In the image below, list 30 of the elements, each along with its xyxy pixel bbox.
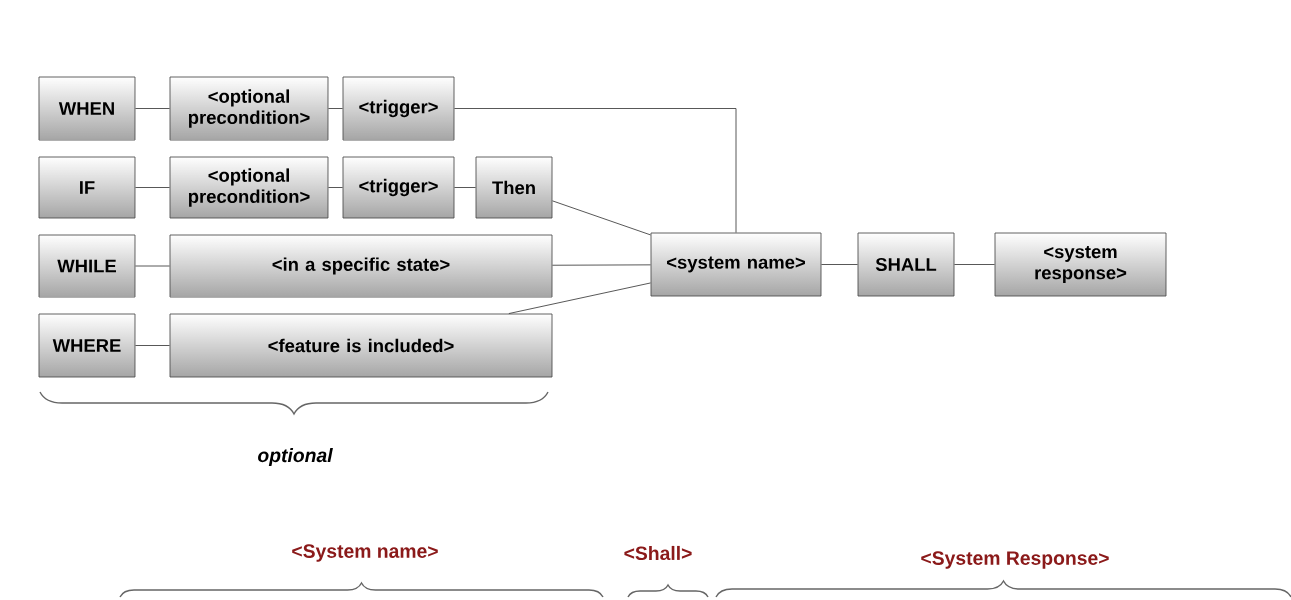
connector-line [821,264,858,265]
term-box: <system name> [650,232,822,297]
term-box: SHALL [857,232,955,297]
term-box: WHILE [38,234,136,298]
term-box: IF [38,156,136,219]
section-label: <Shall> [624,545,692,561]
connector-line [954,264,995,265]
term-box: Then [475,156,553,219]
connector-line [135,108,170,109]
connector-line [135,187,170,188]
connector-line [328,108,343,109]
term-box: WHERE [38,313,136,378]
connector-line [454,187,476,188]
term-box: <optional precondition> [169,156,329,219]
term-box: WHEN [38,76,136,141]
connector-line [552,200,651,236]
section-label: <System name> [292,544,438,562]
term-box: <trigger> [342,156,455,219]
term-box: <in a specific state> [169,234,553,298]
connector-line [135,265,170,267]
term-box: <system response> [994,232,1167,297]
brace-label: optional [258,448,333,466]
term-box: <trigger> [342,76,455,141]
connector-line [552,264,651,266]
section-label: <System Response> [921,551,1109,569]
connector-line [328,187,343,188]
term-box: <feature is included> [169,313,553,378]
connector-line [135,345,170,346]
term-box: <optional precondition> [169,76,329,141]
connector-line [454,108,737,233]
